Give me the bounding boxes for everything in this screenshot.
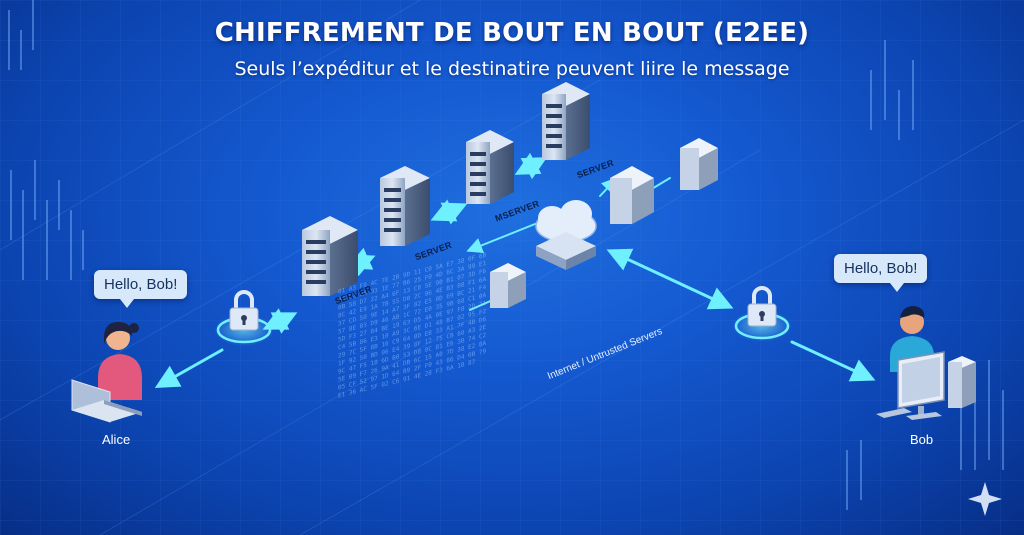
server-label-4: SERVER [575, 157, 616, 181]
arrow-cloud-left [466, 221, 541, 253]
bob-label: Bob [910, 432, 934, 447]
arrow-lock-to-server [262, 308, 298, 334]
alice-message-bubble: Hello, Bob! [94, 270, 188, 308]
server-rack-4 [542, 82, 590, 160]
page-subtitle: Seuls l’expéditur et le destinatire peuv… [234, 58, 790, 80]
ciphertext-panel: 01 A3 F9 4C 7E 2B 9D 11 C0 5A E7 38 0F 6… [338, 251, 487, 400]
sparkle-icon [968, 482, 1002, 516]
server-rack-3 [466, 130, 514, 204]
alice-message-text: Hello, Bob! [104, 276, 178, 293]
arrow-alice-to-lock [154, 348, 224, 388]
server-small-1 [610, 166, 654, 224]
server-rack-2 [380, 166, 430, 246]
bob-message-bubble: Hello, Bob! [834, 254, 928, 292]
alice-avatar [98, 322, 142, 400]
cloud-icon [535, 200, 597, 243]
alice-label: Alice [102, 432, 131, 447]
lock-icon [732, 286, 792, 342]
server-label-2: SERVER [413, 239, 454, 263]
bob-avatar [890, 306, 934, 372]
laptop-icon [71, 379, 142, 423]
arrow-server3-server4 [514, 152, 548, 180]
arrow-cloud-to-lock [606, 248, 734, 310]
arrow-lock-to-bob [790, 340, 876, 382]
keyboard-icon [876, 408, 912, 418]
internet-untrusted-label: Internet / Untrusted Servers [546, 325, 665, 383]
page-title: CHIFFREMENT DE BOUT EN BOUT (E2EE) [214, 18, 810, 48]
server-small-3 [490, 263, 526, 308]
arrow-server1-server2 [346, 247, 376, 277]
server-small-2 [680, 138, 718, 190]
bob-message-text: Hello, Bob! [844, 260, 918, 277]
router-icon [536, 232, 596, 270]
pc-tower-icon [948, 356, 976, 408]
server-label-3: MSERVER [493, 198, 541, 224]
arrow-server2-server3 [430, 199, 468, 225]
lock-icon [214, 290, 274, 346]
desktop-monitor-icon [897, 351, 945, 420]
server-rack-1 [302, 216, 358, 296]
